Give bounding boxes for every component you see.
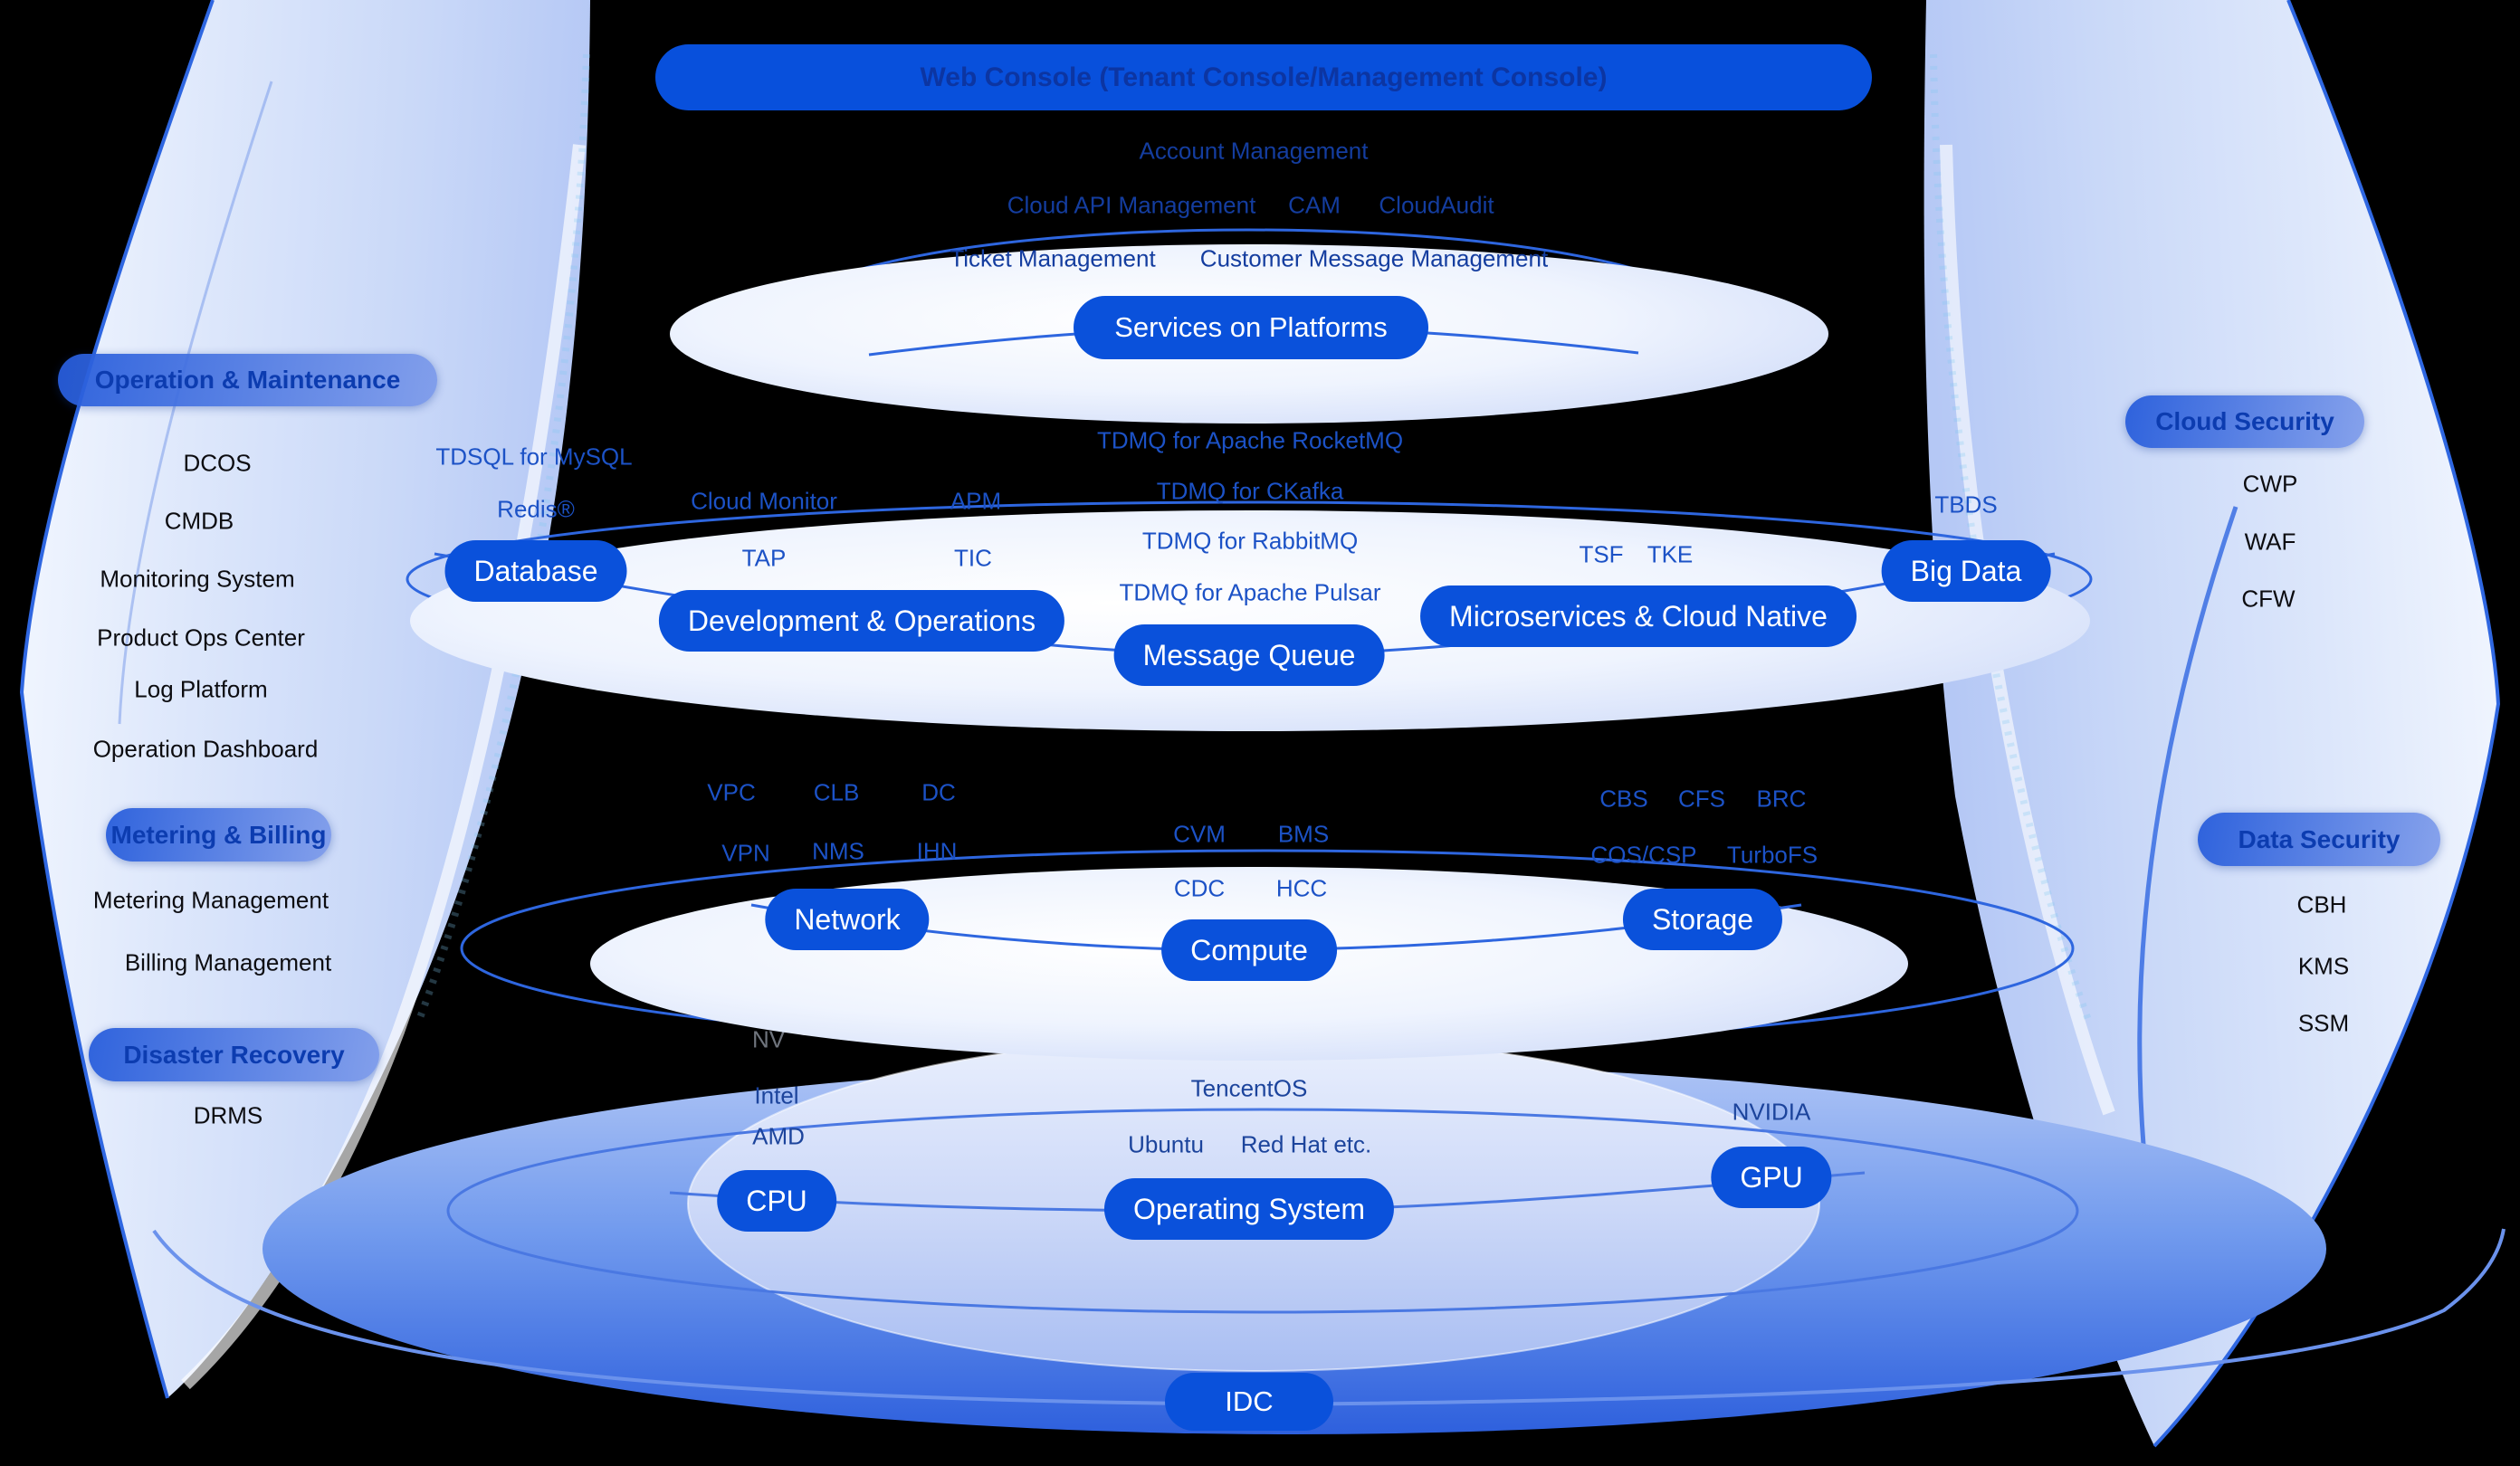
label-redis: Redis® xyxy=(497,495,575,523)
label-cdc: CDC xyxy=(1173,874,1226,902)
pill-development-operations: Development & Operations xyxy=(658,590,1065,652)
item-cfw: CFW xyxy=(2241,585,2296,613)
label-cbs: CBS xyxy=(1599,785,1648,813)
pill-storage: Storage xyxy=(1622,889,1783,950)
label-cfs: CFS xyxy=(1678,785,1725,813)
pill-database: Database xyxy=(444,540,627,602)
header-operation-maintenance: Operation & Maintenance xyxy=(58,354,437,406)
label-cos-csp: COS/CSP xyxy=(1590,841,1697,869)
label-tdmq-ckafka: TDMQ for CKafka xyxy=(1156,477,1344,505)
pill-message-queue: Message Queue xyxy=(1113,624,1385,686)
label-dc: DC xyxy=(921,778,956,806)
label-account-management: Account Management xyxy=(1139,137,1369,165)
pill-microservices-cloud-native: Microservices & Cloud Native xyxy=(1420,585,1857,647)
label-tdmq-rocketmq: TDMQ for Apache RocketMQ xyxy=(1096,426,1404,454)
label-tic: TIC xyxy=(954,544,992,572)
item-product-ops-center: Product Ops Center xyxy=(97,624,305,652)
label-tdmq-rabbitmq: TDMQ for RabbitMQ xyxy=(1141,527,1359,555)
label-ticket-management: Ticket Management xyxy=(950,244,1156,272)
item-ssm: SSM xyxy=(2297,1009,2350,1037)
label-hcc: HCC xyxy=(1275,874,1328,902)
label-vpn: VPN xyxy=(721,839,770,867)
item-billing-management: Billing Management xyxy=(124,948,332,976)
item-cwp: CWP xyxy=(2242,470,2298,498)
pill-network: Network xyxy=(765,889,930,950)
label-tbds: TBDS xyxy=(1934,490,1998,519)
label-turbofs: TurboFS xyxy=(1726,841,1818,869)
label-cvm: CVM xyxy=(1173,820,1226,848)
label-nms: NMS xyxy=(812,837,864,865)
pill-gpu: GPU xyxy=(1711,1147,1832,1208)
web-console-banner: Web Console (Tenant Console/Management C… xyxy=(655,44,1872,110)
label-intel: Intel xyxy=(754,1081,799,1109)
label-tsf: TSF xyxy=(1579,540,1624,568)
item-metering-management: Metering Management xyxy=(92,886,329,914)
item-waf: WAF xyxy=(2244,528,2296,556)
label-apm: APM xyxy=(950,487,1002,515)
pill-services-on-platforms: Services on Platforms xyxy=(1074,296,1428,359)
label-tke: TKE xyxy=(1647,540,1694,568)
label-cloudaudit: CloudAudit xyxy=(1379,191,1494,219)
item-cbh: CBH xyxy=(2296,890,2347,919)
label-nv-watermark: NV xyxy=(751,1025,786,1053)
item-dcos: DCOS xyxy=(183,449,252,477)
label-vpc: VPC xyxy=(707,778,756,806)
label-redhat: Red Hat etc. xyxy=(1240,1130,1372,1158)
label-cloud-api-management: Cloud API Management xyxy=(1007,191,1256,219)
label-tdsql-mysql: TDSQL for MySQL xyxy=(435,443,633,471)
item-log-platform: Log Platform xyxy=(134,675,268,703)
label-ihn: IHN xyxy=(916,837,958,865)
label-tdmq-pulsar: TDMQ for Apache Pulsar xyxy=(1119,578,1381,606)
header-metering-billing: Metering & Billing xyxy=(106,808,331,862)
label-cloud-monitor: Cloud Monitor xyxy=(691,487,837,515)
label-tencentos: TencentOS xyxy=(1190,1074,1308,1102)
item-kms: KMS xyxy=(2297,952,2350,980)
label-tap: TAP xyxy=(741,544,787,572)
label-ubuntu: Ubuntu xyxy=(1128,1130,1204,1158)
header-data-security: Data Security xyxy=(2198,813,2440,866)
label-customer-message-management: Customer Message Management xyxy=(1199,244,1549,272)
pill-big-data: Big Data xyxy=(1881,540,2051,602)
header-disaster-recovery: Disaster Recovery xyxy=(89,1028,379,1081)
label-amd: AMD xyxy=(752,1122,805,1150)
item-monitoring-system: Monitoring System xyxy=(100,565,295,593)
label-cam: CAM xyxy=(1288,191,1341,219)
label-clb: CLB xyxy=(813,778,860,806)
pill-idc: IDC xyxy=(1165,1373,1333,1431)
label-nvidia: NVIDIA xyxy=(1732,1098,1811,1126)
pill-cpu: CPU xyxy=(717,1170,836,1232)
label-bms: BMS xyxy=(1277,820,1330,848)
pill-operating-system: Operating System xyxy=(1103,1178,1395,1240)
header-cloud-security: Cloud Security xyxy=(2125,395,2364,448)
pill-compute: Compute xyxy=(1161,919,1337,981)
item-drms: DRMS xyxy=(193,1101,263,1129)
label-brc: BRC xyxy=(1756,785,1807,813)
item-operation-dashboard: Operation Dashboard xyxy=(92,735,319,763)
item-cmdb: CMDB xyxy=(164,507,234,535)
